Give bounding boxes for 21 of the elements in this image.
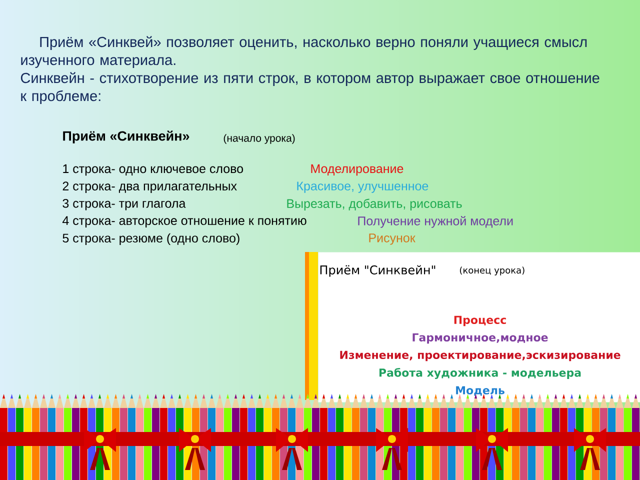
example-text: Моделирование [311,164,404,176]
row-text: 4 строка- авторское отношение к понятию [62,216,306,228]
row-text: 3 строка- три глагола [62,198,186,210]
example-text: Вырезать, добавить, рисовать [287,198,462,210]
definition-paragraph: Синквейн - стихотворение из пяти строк, в котором автор выражает свое отношение к проблеме: [20,72,600,104]
example-text: Красивое, улучшенное [297,182,428,193]
heading-note: (начало урока) [224,134,295,144]
row-text: 2 строка- два прилагательных [62,182,237,193]
panel-subtitle: (конец урока) [460,266,524,276]
cinquain-line: Работа художника - модельера [379,368,581,380]
panel [318,252,640,402]
cinquain-line: Изменение, проектирование,эскизирование [340,350,620,362]
intro-paragraph: Приём «Синквей» позволяет оценить, насколько верно поняли учащиеся смысл изученного материала. [21,36,587,68]
cinquain-line: Процесс [454,316,506,326]
panel-title: Приём "Синквейн" [320,265,436,277]
cinquain-line: Модель [456,386,504,396]
row-text: 5 строка- резюме (одно слово) [62,233,240,246]
cinquain-line: Гармоничное,модное [412,333,548,344]
section-heading: Приём «Синквейн» [63,130,190,144]
row-text: 1 строка- одно ключевое слово [63,164,244,176]
example-text: Получение нужной модели [358,216,513,228]
